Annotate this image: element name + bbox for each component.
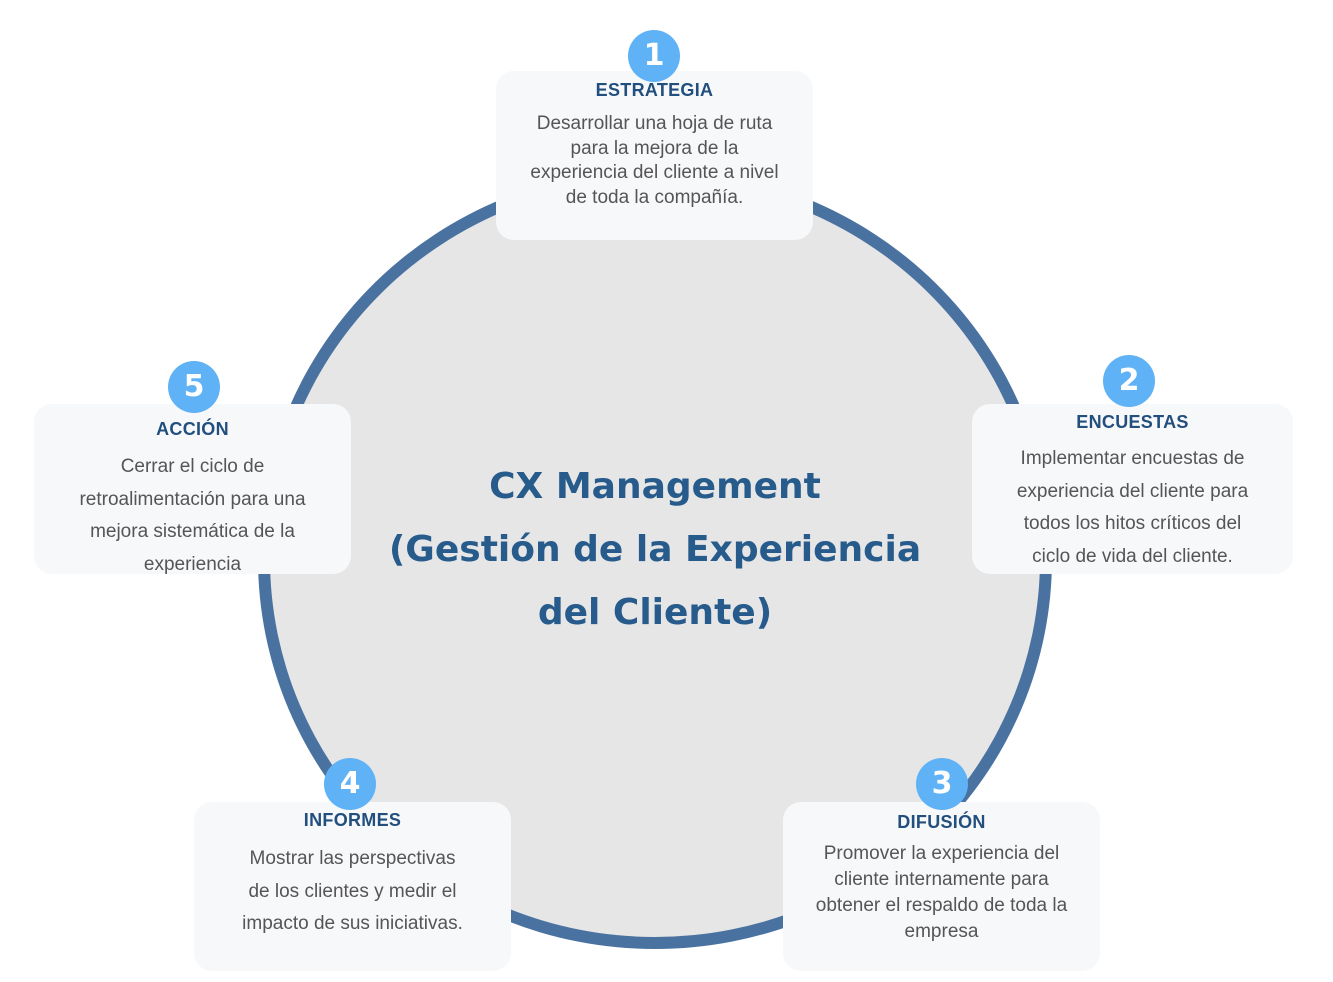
step-description: Implementar encuestas de experiencia del… bbox=[984, 443, 1281, 573]
center-title: CX Management (Gestión de la Experiencia… bbox=[380, 455, 930, 644]
step-description-line: retroalimentación para una bbox=[79, 488, 306, 510]
step-number-badge: 1 bbox=[628, 30, 680, 82]
center-title-line: CX Management bbox=[489, 466, 821, 507]
step-card-informes: INFORMES Mostrar las perspectivas de los… bbox=[194, 802, 511, 971]
step-description-line: obtener el respaldo de toda la bbox=[815, 895, 1068, 916]
center-title-line: (Gestión de la Experiencia bbox=[388, 529, 922, 570]
step-card-difusion: DIFUSIÓN Promover la experiencia del cli… bbox=[783, 802, 1100, 971]
step-number-badge: 2 bbox=[1103, 355, 1155, 407]
step-description-line: Mostrar las perspectivas bbox=[249, 848, 456, 869]
step-description: Mostrar las perspectivas de los clientes… bbox=[206, 843, 499, 941]
step-description-line: todos los hitos críticos del bbox=[1023, 513, 1242, 534]
step-description: Cerrar el ciclo de retroalimentación par… bbox=[46, 451, 339, 581]
step-card-encuestas: ENCUESTAS Implementar encuestas de exper… bbox=[972, 404, 1293, 574]
center-title-line: del Cliente) bbox=[537, 592, 773, 633]
step-description-line: Desarrollar una hoja de ruta bbox=[536, 113, 773, 134]
step-description-line: Cerrar el ciclo de bbox=[120, 456, 265, 477]
step-card-estrategia: ESTRATEGIA Desarrollar una hoja de ruta … bbox=[496, 71, 813, 240]
step-number-badge: 4 bbox=[324, 758, 376, 810]
step-number-badge: 3 bbox=[916, 758, 968, 810]
step-description-line: Promover la experiencia del bbox=[823, 843, 1060, 864]
step-card-accion: ACCIÓN Cerrar el ciclo de retroalimentac… bbox=[34, 404, 351, 575]
step-description-line: de los clientes y medir el bbox=[248, 880, 457, 902]
step-description-line: ciclo de vida del cliente. bbox=[1032, 545, 1233, 567]
step-description-line: mejora sistemática de la bbox=[90, 521, 295, 542]
step-title: ESTRATEGIA bbox=[595, 80, 714, 100]
step-number-badge: 5 bbox=[168, 361, 220, 413]
step-description-line: experiencia bbox=[143, 553, 242, 575]
step-description: Desarrollar una hoja de ruta para la mej… bbox=[508, 112, 801, 210]
step-title: INFORMES bbox=[303, 810, 402, 830]
step-description-line: impacto de sus iniciativas. bbox=[242, 913, 463, 934]
step-description-line: experiencia del cliente para bbox=[1016, 480, 1249, 502]
step-title: ENCUESTAS bbox=[1076, 412, 1189, 432]
step-title: DIFUSIÓN bbox=[897, 812, 986, 832]
step-description-line: de toda la compañía. bbox=[565, 186, 744, 208]
step-description-line: Implementar encuestas de bbox=[1020, 448, 1245, 469]
step-description-line: experiencia del cliente a nivel bbox=[530, 162, 779, 183]
step-description: Promover la experiencia del cliente inte… bbox=[795, 841, 1088, 945]
step-title: ACCIÓN bbox=[156, 419, 229, 439]
step-description-line: empresa bbox=[904, 921, 979, 942]
step-description-line: para la mejora de la bbox=[570, 137, 739, 159]
step-description-line: cliente internamente para bbox=[834, 869, 1049, 890]
